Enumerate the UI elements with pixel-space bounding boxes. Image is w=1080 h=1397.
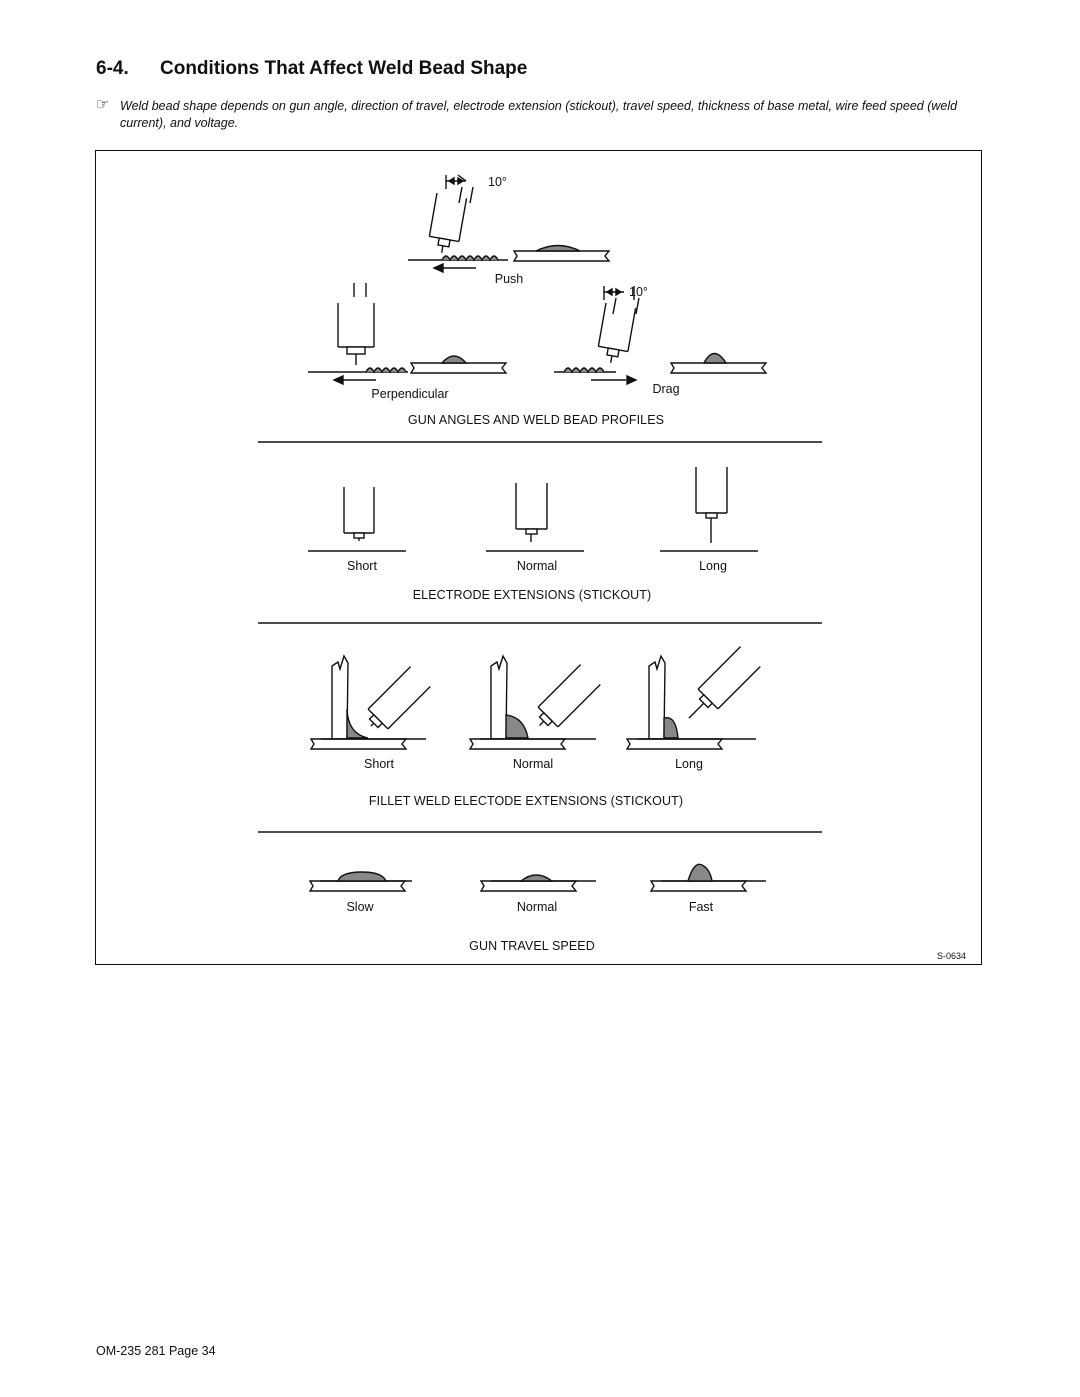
fillet-short	[310, 654, 431, 750]
stickout-short-label: Short	[347, 559, 377, 573]
fillet-long	[626, 646, 761, 750]
figure-code: S-0634	[937, 951, 967, 961]
push-angle-label: 10°	[488, 175, 507, 189]
speed-fast-label: Fast	[688, 900, 714, 914]
speed-normal	[480, 874, 596, 892]
section-title: Conditions That Affect Weld Bead Shape	[160, 58, 528, 79]
speed-normal-label: Normal	[516, 900, 558, 914]
speed-fast	[650, 863, 766, 892]
stickout-normal-label: Normal	[516, 559, 558, 573]
gun-angles-caption: GUN ANGLES AND WELD BEAD PROFILES	[407, 413, 665, 427]
drag-angle-label: 10°	[629, 285, 648, 299]
section-number: 6-4.	[96, 58, 129, 79]
weld-bead-illustration	[258, 174, 822, 892]
fillet-long-label: Long	[675, 757, 703, 771]
stickout-long	[660, 467, 758, 552]
perpendicular-label: Perpendicular	[371, 387, 449, 401]
section-heading: 6-4. Conditions That Affect Weld Bead Sha…	[96, 58, 527, 80]
pointing-hand-icon: ☞	[96, 96, 110, 113]
page-footer: OM-235 281 Page 34	[96, 1344, 216, 1358]
speed-slow	[309, 871, 412, 892]
stickout-short	[308, 487, 406, 552]
speed-slow-label: Slow	[346, 900, 374, 914]
fillet-normal	[469, 654, 601, 750]
drag-diagram	[554, 286, 767, 386]
push-label: Push	[494, 272, 524, 286]
fillet-short-label: Short	[364, 757, 394, 771]
push-diagram	[408, 174, 610, 274]
weld-bead-figure: 10° Push 10° Perpendicular Drag GUN ANGL…	[95, 150, 982, 965]
drag-label: Drag	[652, 382, 680, 396]
stickout-normal	[486, 483, 584, 552]
stickout-long-label: Long	[699, 559, 727, 573]
fillet-normal-label: Normal	[512, 757, 554, 771]
extensions-caption: ELECTRODE EXTENSIONS (STICKOUT)	[412, 588, 652, 602]
fillet-caption: FILLET WELD ELECTODE EXTENSIONS (STICKOU…	[368, 794, 684, 808]
section-note: ☞ Weld bead shape depends on gun angle, …	[96, 96, 988, 132]
note-text: Weld bead shape depends on gun angle, di…	[120, 99, 958, 130]
speed-caption: GUN TRAVEL SPEED	[469, 939, 595, 953]
perpendicular-diagram	[308, 283, 507, 386]
